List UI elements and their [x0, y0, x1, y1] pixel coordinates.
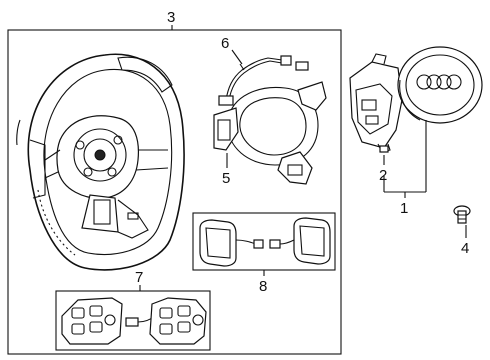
steering-wheel: [16, 53, 185, 271]
screw: [453, 205, 471, 224]
switch-module-left: [199, 219, 295, 267]
audi-rings-logo: [416, 74, 462, 90]
callout-4: 4: [461, 240, 469, 257]
airbag-clip: [377, 143, 391, 153]
multifunction-switch-right: [149, 297, 207, 345]
callout-6: 6: [221, 35, 229, 52]
switch-module-right: [293, 217, 331, 265]
callout-1: 1: [400, 200, 408, 217]
callout-8: 8: [259, 278, 267, 295]
callout-5: 5: [222, 170, 230, 187]
switch-cover-ring: [213, 61, 327, 185]
callout-7: 7: [135, 269, 143, 286]
callout-3: 3: [167, 9, 175, 26]
callout-2: 2: [379, 167, 387, 184]
multifunction-switch-left: [61, 297, 123, 345]
airbag-module: [349, 46, 483, 149]
steering-wheel-assembly-frame: [7, 29, 342, 355]
wiring-harness: [218, 55, 292, 106]
multifunction-switch-frame: [55, 290, 211, 351]
leader-6: [231, 49, 243, 65]
